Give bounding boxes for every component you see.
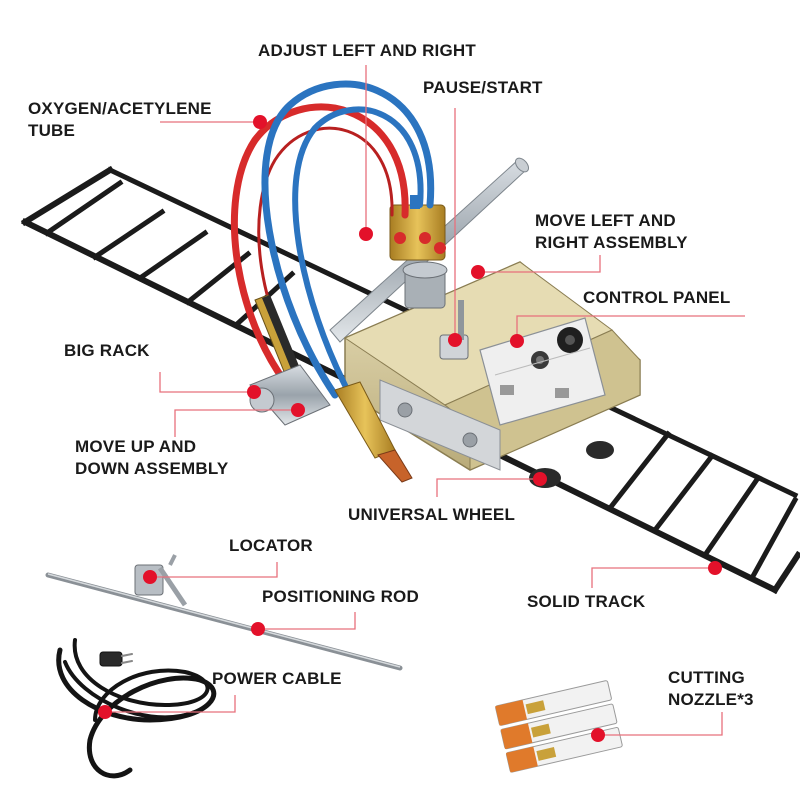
marker-cutting-nozzle xyxy=(591,728,605,742)
label-oxygen-line2: TUBE xyxy=(28,121,76,140)
label-updown-line2: DOWN ASSEMBLY xyxy=(75,459,229,478)
callout-markers xyxy=(98,115,722,742)
label-positioning-rod: POSITIONING ROD xyxy=(262,587,419,606)
label-locator: LOCATOR xyxy=(229,536,313,555)
label-nozzle-line2: NOZZLE*3 xyxy=(668,690,754,709)
power-cable xyxy=(56,638,217,779)
marker-move-left-right xyxy=(471,265,485,279)
marker-solid-track xyxy=(708,561,722,575)
label-oxygen-acetylene-tube: OXYGEN/ACETYLENE TUBE xyxy=(28,98,212,142)
label-move-up-down-assembly: MOVE UP AND DOWN ASSEMBLY xyxy=(75,436,228,480)
marker-power-cable xyxy=(98,705,112,719)
label-nozzle-line1: CUTTING xyxy=(668,668,745,687)
label-cutting-nozzle: CUTTING NOZZLE*3 xyxy=(668,667,754,711)
positioning-rod xyxy=(45,572,403,671)
marker-control-panel xyxy=(510,334,524,348)
marker-big-rack xyxy=(247,385,261,399)
oxygen-acetylene-tube xyxy=(230,80,435,404)
label-move-left-right-assembly: MOVE LEFT AND RIGHT ASSEMBLY xyxy=(535,210,688,254)
label-power-cable: POWER CABLE xyxy=(212,669,342,688)
marker-positioning-rod xyxy=(251,622,265,636)
marker-adjust-left-right xyxy=(359,227,373,241)
label-solid-track: SOLID TRACK xyxy=(527,592,646,611)
marker-universal-wheel xyxy=(533,472,547,486)
label-big-rack: BIG RACK xyxy=(64,341,150,360)
label-pause-start: PAUSE/START xyxy=(423,78,543,97)
label-move-lr-line2: RIGHT ASSEMBLY xyxy=(535,233,688,252)
label-updown-line1: MOVE UP AND xyxy=(75,437,197,456)
leader-lines xyxy=(105,65,745,736)
marker-pause-start xyxy=(448,333,462,347)
marker-locator xyxy=(143,570,157,584)
valve-block xyxy=(389,195,446,261)
label-adjust-left-right: ADJUST LEFT AND RIGHT xyxy=(258,41,476,60)
label-oxygen-line1: OXYGEN/ACETYLENE xyxy=(28,99,212,118)
cutting-nozzles xyxy=(495,680,623,773)
label-universal-wheel: UNIVERSAL WHEEL xyxy=(348,505,516,524)
marker-move-up-down xyxy=(291,403,305,417)
marker-oxygen-tube xyxy=(253,115,267,129)
label-move-lr-line1: MOVE LEFT AND xyxy=(535,211,676,230)
label-control-panel: CONTROL PANEL xyxy=(583,288,731,307)
